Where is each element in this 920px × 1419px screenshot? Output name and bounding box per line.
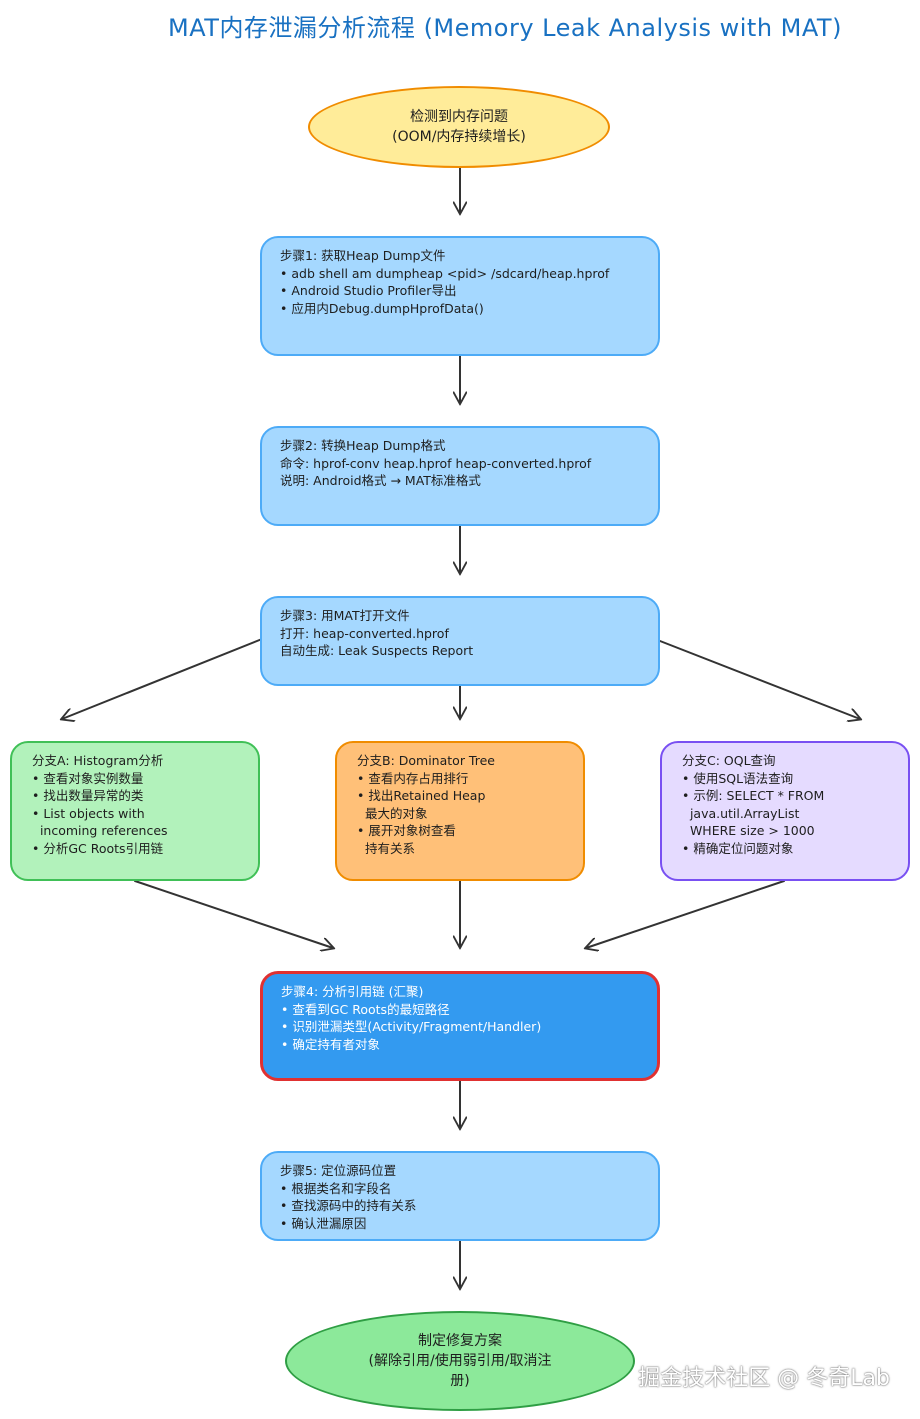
step3-item: 自动生成: Leak Suspects Report [280,643,474,658]
branch-a-box: 分支A: Histogram分析 • 查看对象实例数量 • 找出数量异常的类 •… [10,741,260,881]
step5-item: • 根据类名和字段名 [280,1180,392,1196]
arrow-step3-to-branch-a [62,638,263,719]
branch-c-item: • 示例: SELECT * FROM [682,788,825,803]
branch-b-item: 最大的对象 [357,805,428,821]
step3-heading: 步骤3: 用MAT打开文件 [280,608,410,623]
start-node: 检测到内存问题 (OOM/内存持续增长) [308,86,610,168]
branch-a-item: • List objects with [32,805,145,821]
step1-heading: 步骤1: 获取Heap Dump文件 [280,248,446,263]
step1-item: • 应用内Debug.dumpHprofData() [280,300,484,316]
branch-c-item: • 使用SQL语法查询 [682,770,794,786]
end-node-line1: 制定修复方案 [418,1333,502,1349]
step4-item: • 识别泄漏类型(Activity/Fragment/Handler) [281,1019,542,1034]
step1-item: • adb shell am dumpheap <pid> /sdcard/he… [280,265,610,281]
start-node-line2: (OOM/内存持续增长) [392,129,526,145]
step5-item: • 确认泄漏原因 [280,1215,367,1231]
step4-heading: 步骤4: 分析引用链 (汇聚) [281,984,424,999]
branch-a-heading: 分支A: Histogram分析 [32,753,164,768]
branch-b-item: • 查看内存占用排行 [357,770,469,786]
branch-a-item: • 分析GC Roots引用链 [32,840,164,856]
step1-item: • Android Studio Profiler导出 [280,283,457,298]
branch-c-item: • 精确定位问题对象 [682,840,794,856]
watermark: 掘金技术社区 @ 冬奇Lab [638,1366,890,1391]
step2-item: 说明: Android格式 → MAT标准格式 [280,473,481,488]
step4-box: 步骤4: 分析引用链 (汇聚) • 查看到GC Roots的最短路径 • 识别泄… [260,971,660,1081]
start-node-line1: 检测到内存问题 [410,109,508,125]
diagram-title: MAT内存泄漏分析流程 (Memory Leak Analysis with M… [168,14,842,42]
step5-box: 步骤5: 定位源码位置 • 根据类名和字段名 • 查找源码中的持有关系 • 确认… [260,1151,660,1241]
step5-heading: 步骤5: 定位源码位置 [280,1163,397,1178]
branch-b-item: • 展开对象树查看 [357,823,456,838]
branch-a-item: • 找出数量异常的类 [32,788,144,803]
step4-item: • 查看到GC Roots的最短路径 [281,1001,450,1017]
step2-heading: 步骤2: 转换Heap Dump格式 [280,438,446,453]
branch-a-item: • 查看对象实例数量 [32,770,144,786]
step3-item: 打开: heap-converted.hprof [280,625,449,641]
branch-b-item: • 找出Retained Heap [357,788,486,803]
branch-c-item: WHERE size > 1000 [682,823,815,838]
step2-item: 命令: hprof-conv heap.hprof heap-converted… [280,455,592,471]
arrow-branch-a-to-step4 [134,880,333,948]
end-node-line3: 册) [450,1373,470,1389]
step5-item: • 查找源码中的持有关系 [280,1198,417,1213]
step3-box: 步骤3: 用MAT打开文件 打开: heap-converted.hprof 自… [260,596,660,686]
end-node: 制定修复方案 (解除引用/使用弱引用/取消注 册) [285,1311,635,1411]
branch-b-heading: 分支B: Dominator Tree [357,753,495,768]
step1-box: 步骤1: 获取Heap Dump文件 • adb shell am dumphe… [260,236,660,356]
branch-c-heading: 分支C: OQL查询 [682,753,776,768]
step2-box: 步骤2: 转换Heap Dump格式 命令: hprof-conv heap.h… [260,426,660,526]
end-node-line2: (解除引用/使用弱引用/取消注 [368,1353,552,1369]
arrow-step3-to-branch-c [659,640,860,719]
branch-a-item: incoming references [32,823,168,838]
arrow-branch-c-to-step4 [586,880,785,948]
branch-b-item: 持有关系 [357,840,415,856]
branch-c-box: 分支C: OQL查询 • 使用SQL语法查询 • 示例: SELECT * FR… [660,741,910,881]
branch-b-box: 分支B: Dominator Tree • 查看内存占用排行 • 找出Retai… [335,741,585,881]
branch-c-item: java.util.ArrayList [682,805,800,821]
step4-item: • 确定持有者对象 [281,1036,380,1052]
